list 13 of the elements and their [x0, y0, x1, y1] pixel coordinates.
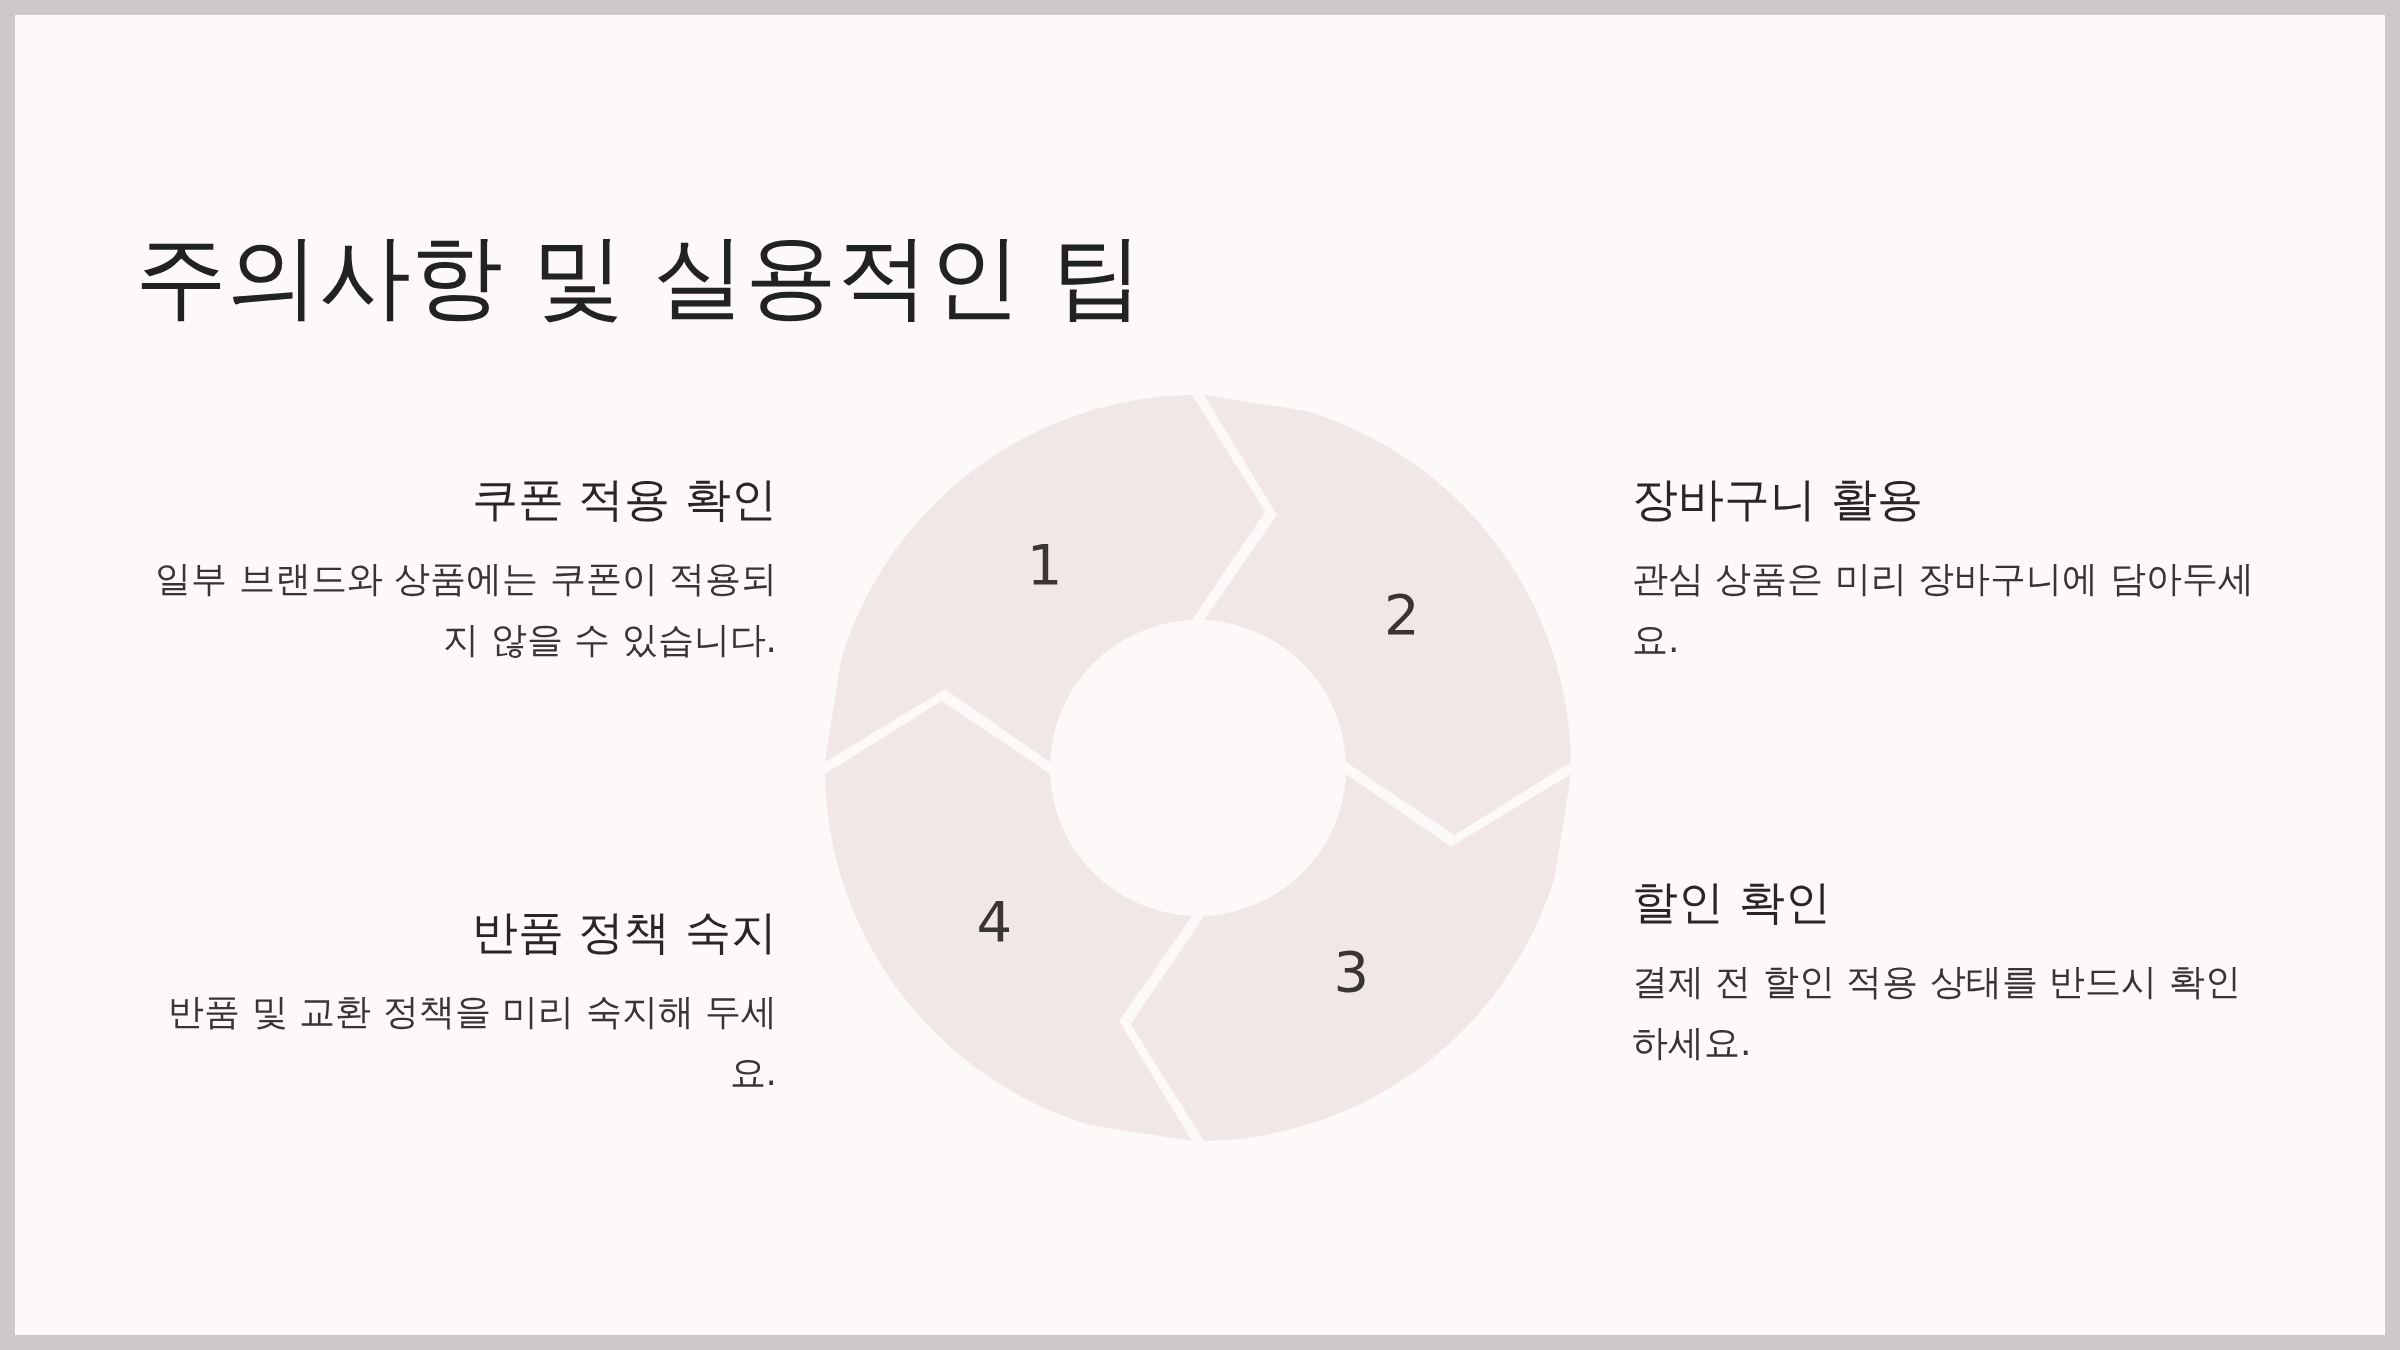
step-number: 1: [1026, 531, 1063, 597]
step-description: 관심 상품은 미리 장바구니에 담아두세요.: [1632, 556, 2255, 662]
step-description: 일부 브랜드와 상품에는 쿠폰이 적용되지 않을 수 있습니다.: [154, 556, 777, 662]
step-number: 4: [976, 888, 1013, 954]
step-description: 반품 및 교환 정책을 미리 숙지해 두세요.: [167, 989, 777, 1095]
step-heading: 쿠폰 적용 확인: [470, 471, 777, 528]
title: 주의사항 및 실용적인 팁: [135, 222, 1143, 332]
step-number: 3: [1333, 939, 1370, 1005]
step-description: 결제 전 할인 적용 상태를 반드시 확인하세요.: [1632, 959, 2242, 1065]
step-number: 2: [1383, 582, 1420, 648]
step-heading: 할인 확인: [1632, 874, 1832, 931]
step-heading: 반품 정책 숙지: [470, 904, 777, 961]
step-heading: 장바구니 활용: [1632, 471, 1924, 528]
